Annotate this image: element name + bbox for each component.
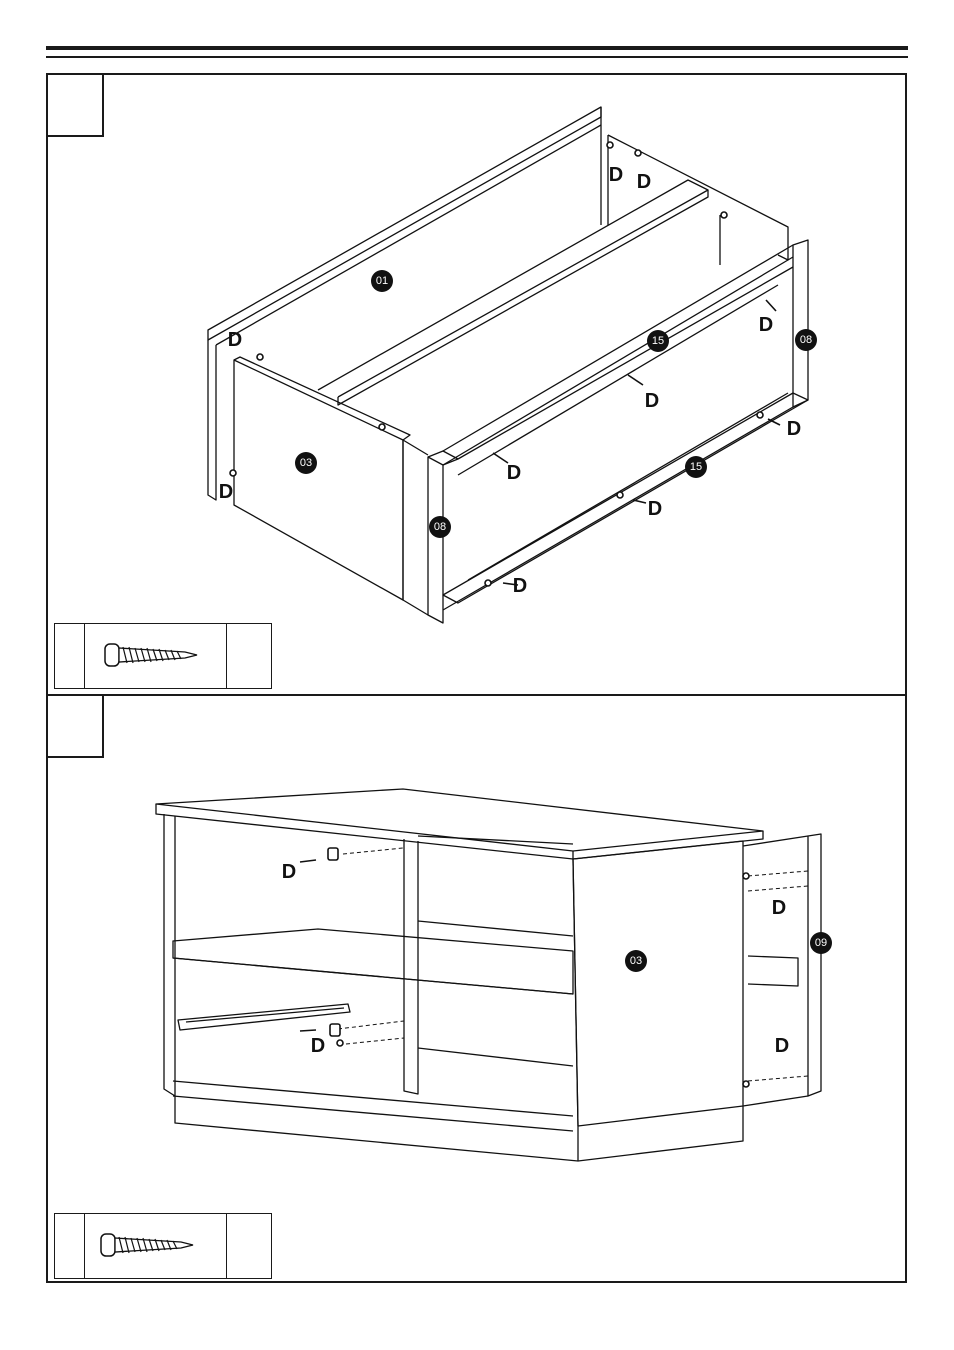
hardware-d-label: D xyxy=(772,897,786,919)
frame-08-left xyxy=(427,456,444,624)
part-08b-text: 08 xyxy=(800,334,812,346)
screw-icon xyxy=(100,1233,194,1257)
screw-icon xyxy=(104,643,198,667)
part-label-15-b xyxy=(685,456,707,478)
step-2-hardware-box xyxy=(54,1213,272,1279)
step-2-number-box xyxy=(48,696,104,758)
frame-08-right xyxy=(792,239,809,408)
hardware-d-label: D xyxy=(282,861,296,883)
top-board xyxy=(155,788,764,852)
hardware-d-label: D xyxy=(787,418,801,440)
drawer-runner xyxy=(177,1003,351,1031)
step-1-assembly-diagram: 01 03 15 15 08 08 D D D D D D D D D D xyxy=(207,106,817,624)
part-01-text: 01 xyxy=(376,275,388,287)
hardware-d-label: D xyxy=(513,575,527,597)
hardware-d-label: D xyxy=(609,164,623,186)
step-1-hardware-box xyxy=(54,623,272,689)
part-08a-text: 08 xyxy=(434,521,446,533)
rail-15-bottom xyxy=(442,392,809,604)
part-label-08-a xyxy=(429,516,451,538)
hardware-d-label: D xyxy=(507,462,521,484)
part-15a-text: 15 xyxy=(652,335,664,347)
part-03-text: 03 xyxy=(630,955,642,967)
panel-03-side xyxy=(233,359,404,601)
header-rule-thick xyxy=(46,46,908,50)
hardware-d-label: D xyxy=(311,1035,325,1057)
part-label-15-a xyxy=(647,330,669,352)
part-label-01 xyxy=(371,270,393,292)
step-2-panel: 03 09 D D D D xyxy=(46,694,907,1283)
hardware-d-label: D xyxy=(759,314,773,336)
middle-shelf xyxy=(172,928,574,995)
step-2-assembly-diagram: 03 09 D D D D xyxy=(155,788,832,1162)
step-1-panel: 01 03 15 15 08 08 D D D D D D D D D D xyxy=(46,73,907,696)
step-1-number-box xyxy=(48,75,104,137)
hardware-qty-left xyxy=(55,624,84,688)
bottom-shelf xyxy=(317,179,709,398)
part-label-03 xyxy=(295,452,317,474)
part-label-08-b xyxy=(795,329,817,351)
hardware-d-label: D xyxy=(775,1035,789,1057)
panel-01-back xyxy=(207,106,602,341)
part-03-text: 03 xyxy=(300,457,312,469)
part-09-text: 09 xyxy=(815,937,827,949)
hardware-qty-left xyxy=(55,1214,84,1278)
panel-03-side xyxy=(572,840,744,1127)
hardware-d-label: D xyxy=(219,481,233,503)
hardware-qty-right xyxy=(226,1214,271,1278)
header-rule-thin xyxy=(46,56,908,58)
part-label-03 xyxy=(625,950,647,972)
hardware-d-label: D xyxy=(637,171,651,193)
hardware-d-label: D xyxy=(648,498,662,520)
part-15b-text: 15 xyxy=(690,461,702,473)
hardware-qty-left-cell xyxy=(55,624,85,688)
part-label-09 xyxy=(810,932,832,954)
hardware-qty-left-cell xyxy=(55,1214,85,1278)
panel-09-back xyxy=(807,833,822,1097)
hardware-qty-right xyxy=(226,624,271,688)
hardware-d-label: D xyxy=(645,390,659,412)
hardware-d-label: D xyxy=(228,329,242,351)
